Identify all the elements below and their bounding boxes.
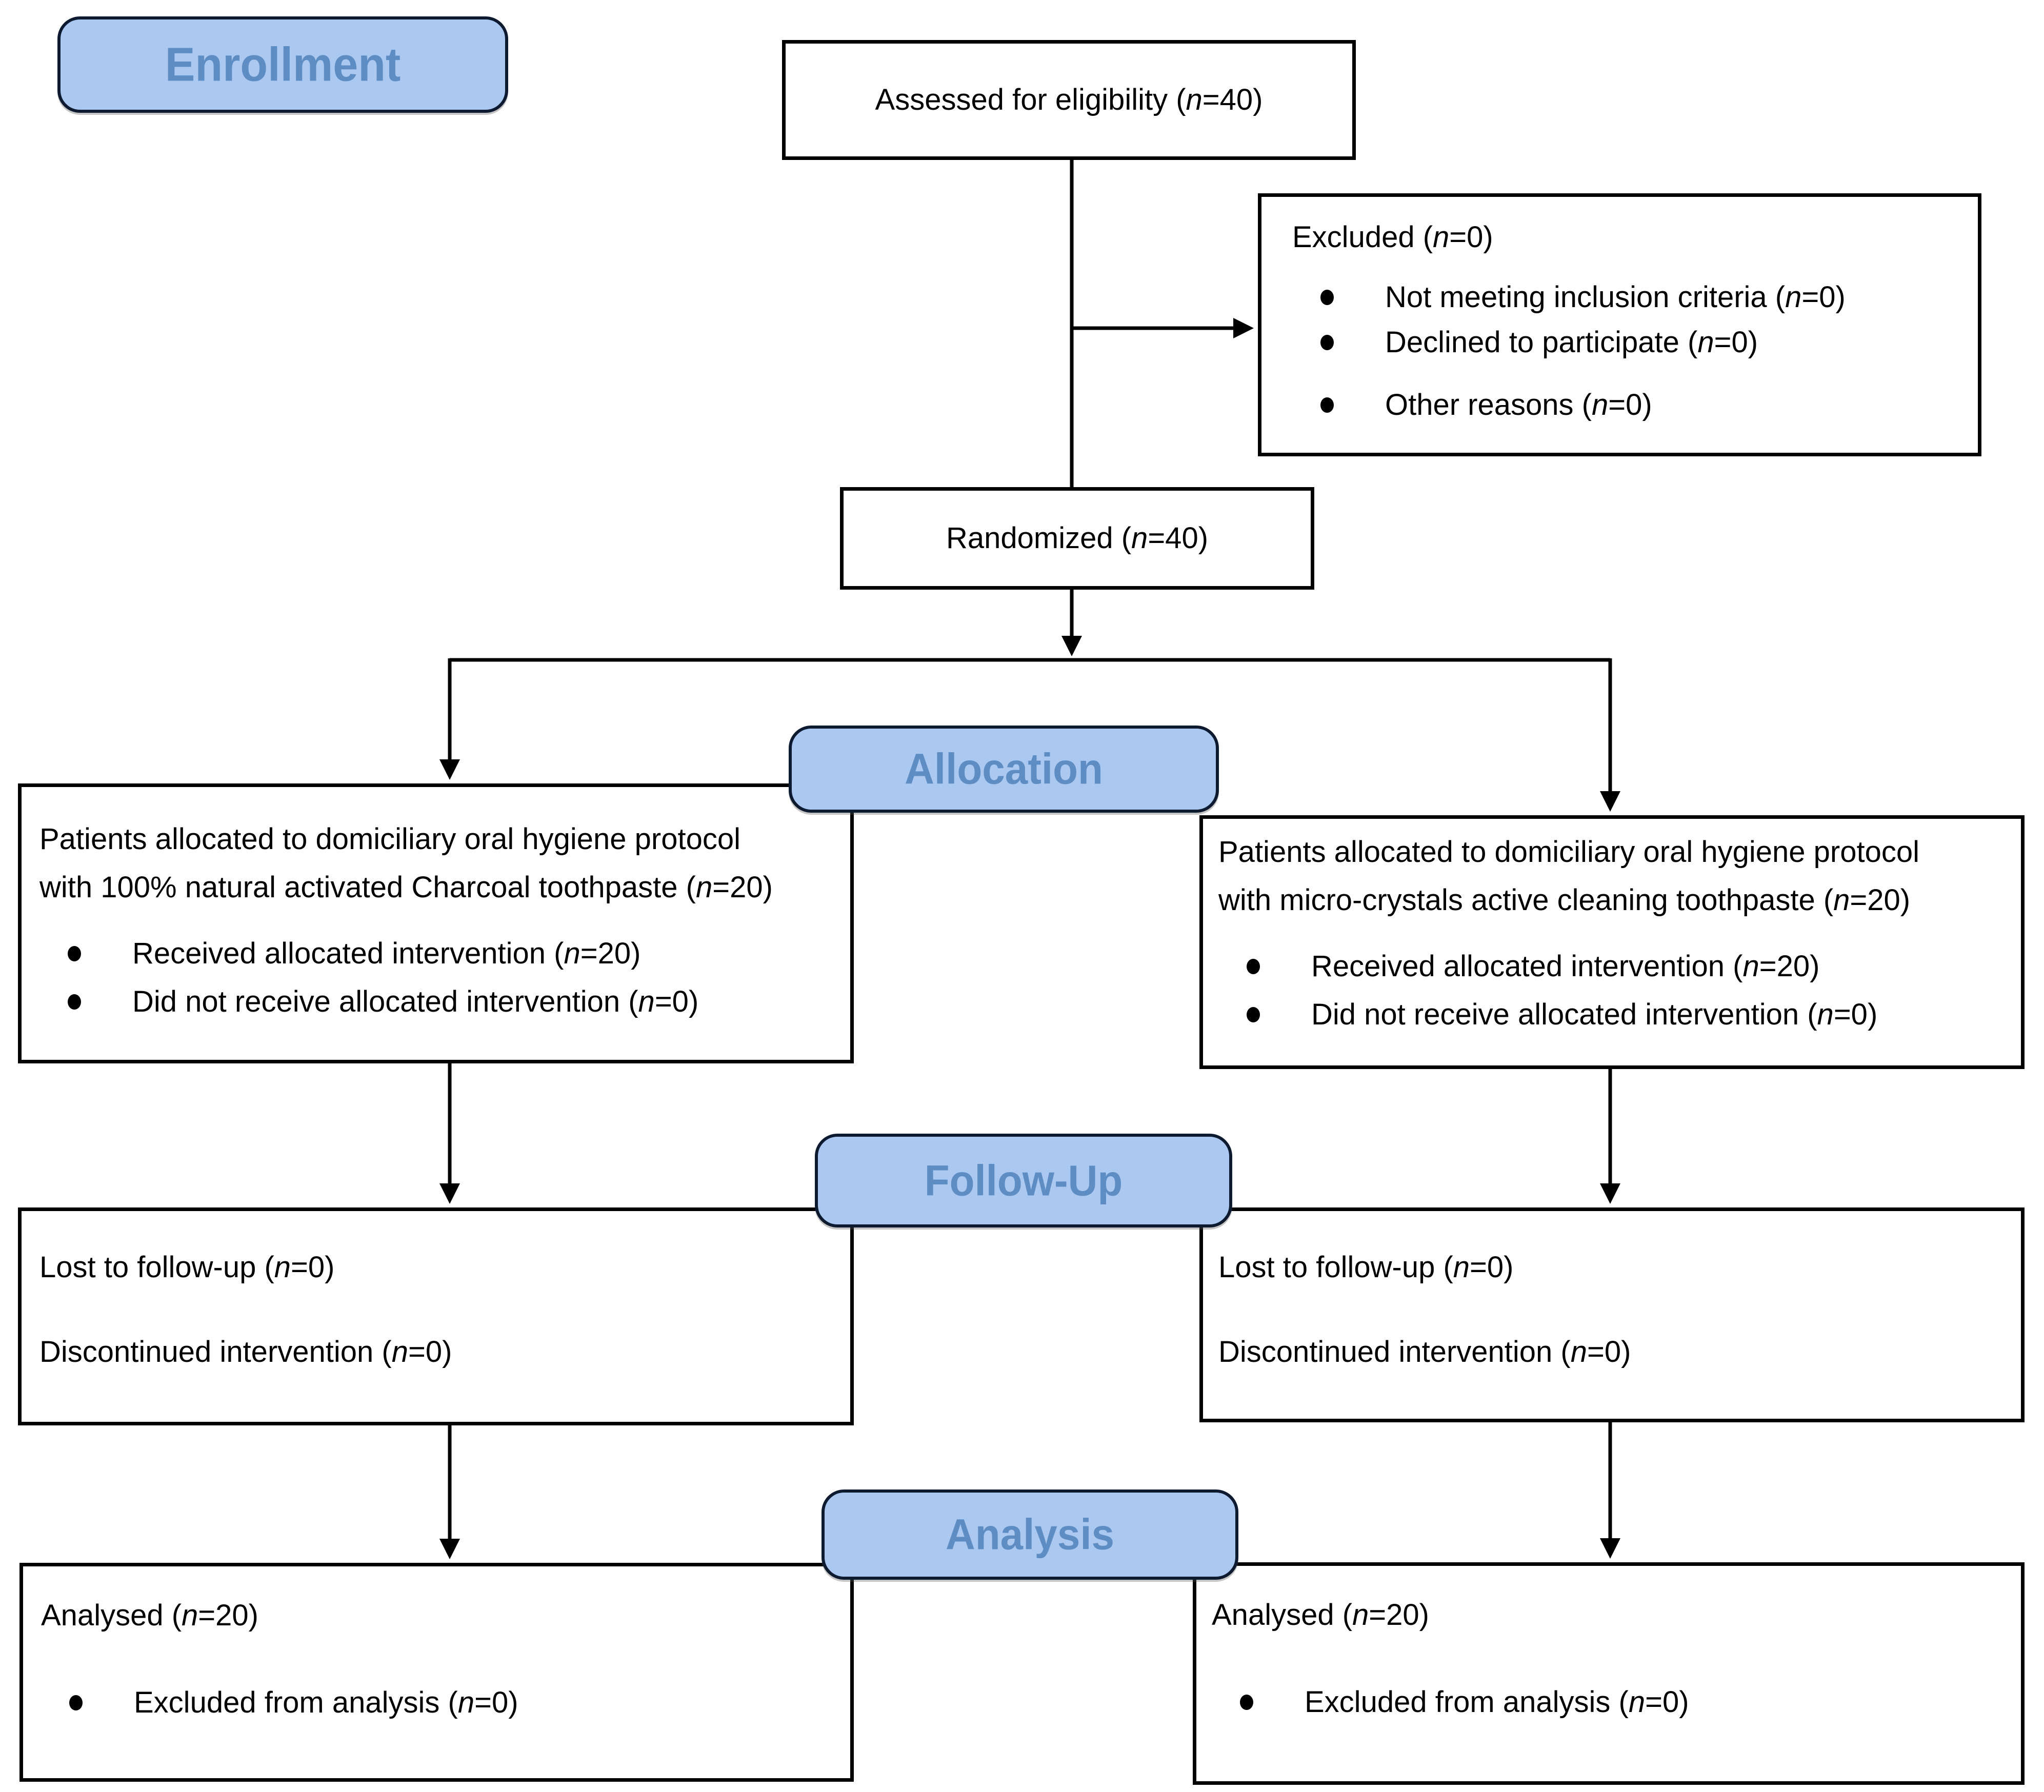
randomized-box: Randomized (n=40): [840, 487, 1314, 590]
bullet-dot-icon: [1320, 290, 1334, 305]
allocation-left-text: Patients allocated to domiciliary oral h…: [39, 822, 773, 904]
analysis-left-box: Analysed (n=20) Excluded from analysis (…: [19, 1563, 854, 1782]
allocation-right-text: Patients allocated to domiciliary oral h…: [1218, 835, 1919, 917]
followup-left-line: Lost to follow-up (n=0): [39, 1251, 335, 1284]
stage-badge-allocation: Allocation: [789, 726, 1219, 813]
analysis-right-item-text: Excluded from analysis (n=0): [1305, 1685, 1689, 1719]
allocation-right-item-text: Did not receive allocated intervention (…: [1311, 997, 1878, 1031]
bullet-dot-icon: [1240, 1695, 1253, 1710]
excluded-item-text: Not meeting inclusion criteria (n=0): [1385, 280, 1846, 314]
excluded-item-text: Other reasons (n=0): [1385, 388, 1652, 421]
allocation-left-item-text: Received allocated intervention (n=20): [132, 936, 641, 970]
stage-badge-followup: Follow-Up: [815, 1134, 1232, 1227]
excluded-item: Other reasons (n=0): [1292, 389, 1957, 421]
allocation-left-item: Received allocated intervention (n=20): [39, 930, 837, 978]
allocation-right-item-text: Received allocated intervention (n=20): [1311, 949, 1820, 983]
analysis-right-box: Analysed (n=20) Excluded from analysis (…: [1193, 1562, 2025, 1785]
assessed-for-eligibility-box: Assessed for eligibility (n=40): [782, 40, 1356, 160]
excluded-item: Not meeting inclusion criteria (n=0): [1292, 281, 1957, 313]
excluded-item-text: Declined to participate (n=0): [1385, 326, 1758, 359]
stage-badge-analysis: Analysis: [821, 1489, 1238, 1580]
analysis-left-title: Analysed (n=20): [41, 1599, 258, 1632]
bullet-dot-icon: [1247, 1006, 1260, 1022]
allocation-right-item: Did not receive allocated intervention (…: [1218, 991, 2008, 1039]
followup-left-line: Discontinued intervention (n=0): [39, 1335, 452, 1368]
excluded-item: Declined to participate (n=0): [1292, 327, 1957, 358]
stage-label-analysis: Analysis: [945, 1510, 1115, 1559]
allocation-left-box: Patients allocated to domiciliary oral h…: [18, 783, 854, 1063]
bullet-dot-icon: [68, 994, 81, 1010]
bullet-dot-icon: [1320, 397, 1334, 413]
followup-right-line: Discontinued intervention (n=0): [1218, 1335, 1631, 1368]
stage-label-allocation: Allocation: [905, 744, 1103, 793]
allocation-right-item: Received allocated intervention (n=20): [1218, 942, 2008, 991]
followup-right-line: Lost to follow-up (n=0): [1218, 1251, 1514, 1284]
stage-label-followup: Follow-Up: [924, 1156, 1123, 1204]
analysis-left-item-text: Excluded from analysis (n=0): [134, 1686, 518, 1719]
analysis-right-item: Excluded from analysis (n=0): [1212, 1686, 2008, 1718]
followup-left-box: Lost to follow-up (n=0) Discontinued int…: [18, 1207, 854, 1425]
analysis-right-title: Analysed (n=20): [1212, 1598, 1429, 1632]
excluded-box: Excluded (n=0) Not meeting inclusion cri…: [1258, 193, 1981, 456]
followup-right-box: Lost to follow-up (n=0) Discontinued int…: [1199, 1207, 2025, 1422]
stage-label-enrollment: Enrollment: [165, 37, 401, 91]
allocation-left-item: Did not receive allocated intervention (…: [39, 978, 837, 1026]
bullet-dot-icon: [1247, 958, 1260, 974]
bullet-dot-icon: [69, 1695, 83, 1710]
bullet-dot-icon: [68, 945, 81, 961]
allocation-right-box: Patients allocated to domiciliary oral h…: [1199, 815, 2025, 1069]
analysis-left-item: Excluded from analysis (n=0): [41, 1687, 837, 1719]
stage-badge-enrollment: Enrollment: [57, 16, 508, 113]
excluded-title: Excluded (n=0): [1292, 220, 1493, 254]
assessed-text: Assessed for eligibility (n=40): [875, 83, 1263, 117]
randomized-text: Randomized (n=40): [946, 521, 1209, 555]
bullet-dot-icon: [1320, 335, 1334, 350]
allocation-left-item-text: Did not receive allocated intervention (…: [132, 984, 699, 1018]
